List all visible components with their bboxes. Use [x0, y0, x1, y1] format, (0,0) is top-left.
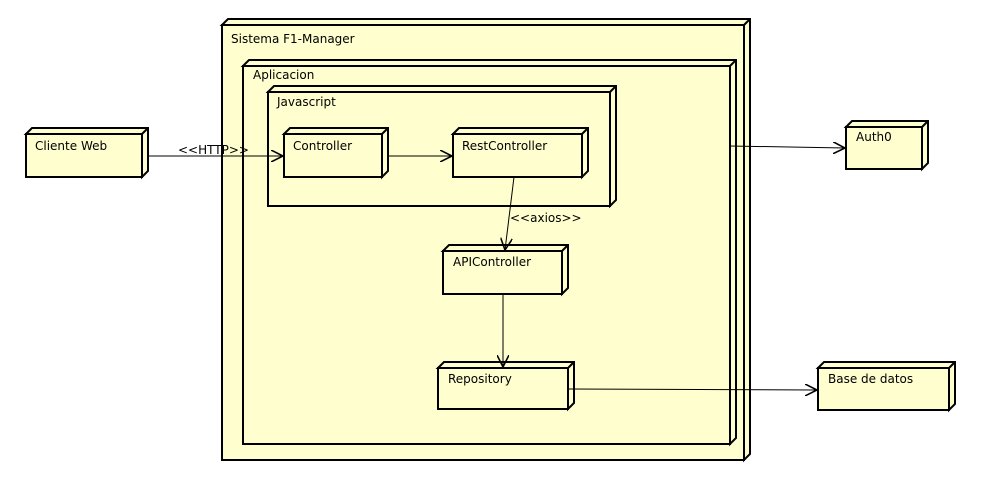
edge-label-http: <<HTTP>>	[178, 143, 249, 157]
node-repository: Repository	[435, 361, 575, 412]
node-controller: Controller	[281, 127, 389, 180]
edge-cliente-controller: <<HTTP>>	[148, 143, 283, 157]
node-base-de-datos: Base de datos	[815, 361, 956, 413]
node-label: Base de datos	[828, 372, 913, 386]
node-cliente-web: Cliente Web	[23, 127, 149, 180]
node-api-controller: APIController	[440, 244, 569, 297]
edge-restcontroller-apicontroller: <<axios>>	[505, 176, 582, 250]
edge-repository-basededatos	[567, 389, 817, 390]
node-label: Auth0	[856, 130, 892, 144]
edge-label-axios: <<axios>>	[510, 211, 582, 225]
node-label: Controller	[293, 139, 352, 153]
node-label: Cliente Web	[35, 139, 107, 153]
node-label: Repository	[448, 372, 512, 386]
node-label: Aplicacion	[253, 68, 314, 82]
node-label: RestController	[462, 139, 547, 153]
node-auth0: Auth0	[843, 120, 929, 172]
node-label: APIController	[453, 255, 531, 269]
node-label: Sistema F1-Manager	[231, 32, 355, 46]
edge-aplicacion-auth0	[729, 146, 845, 148]
node-rest-controller: RestController	[450, 127, 589, 180]
node-label: Javascript	[276, 95, 336, 109]
